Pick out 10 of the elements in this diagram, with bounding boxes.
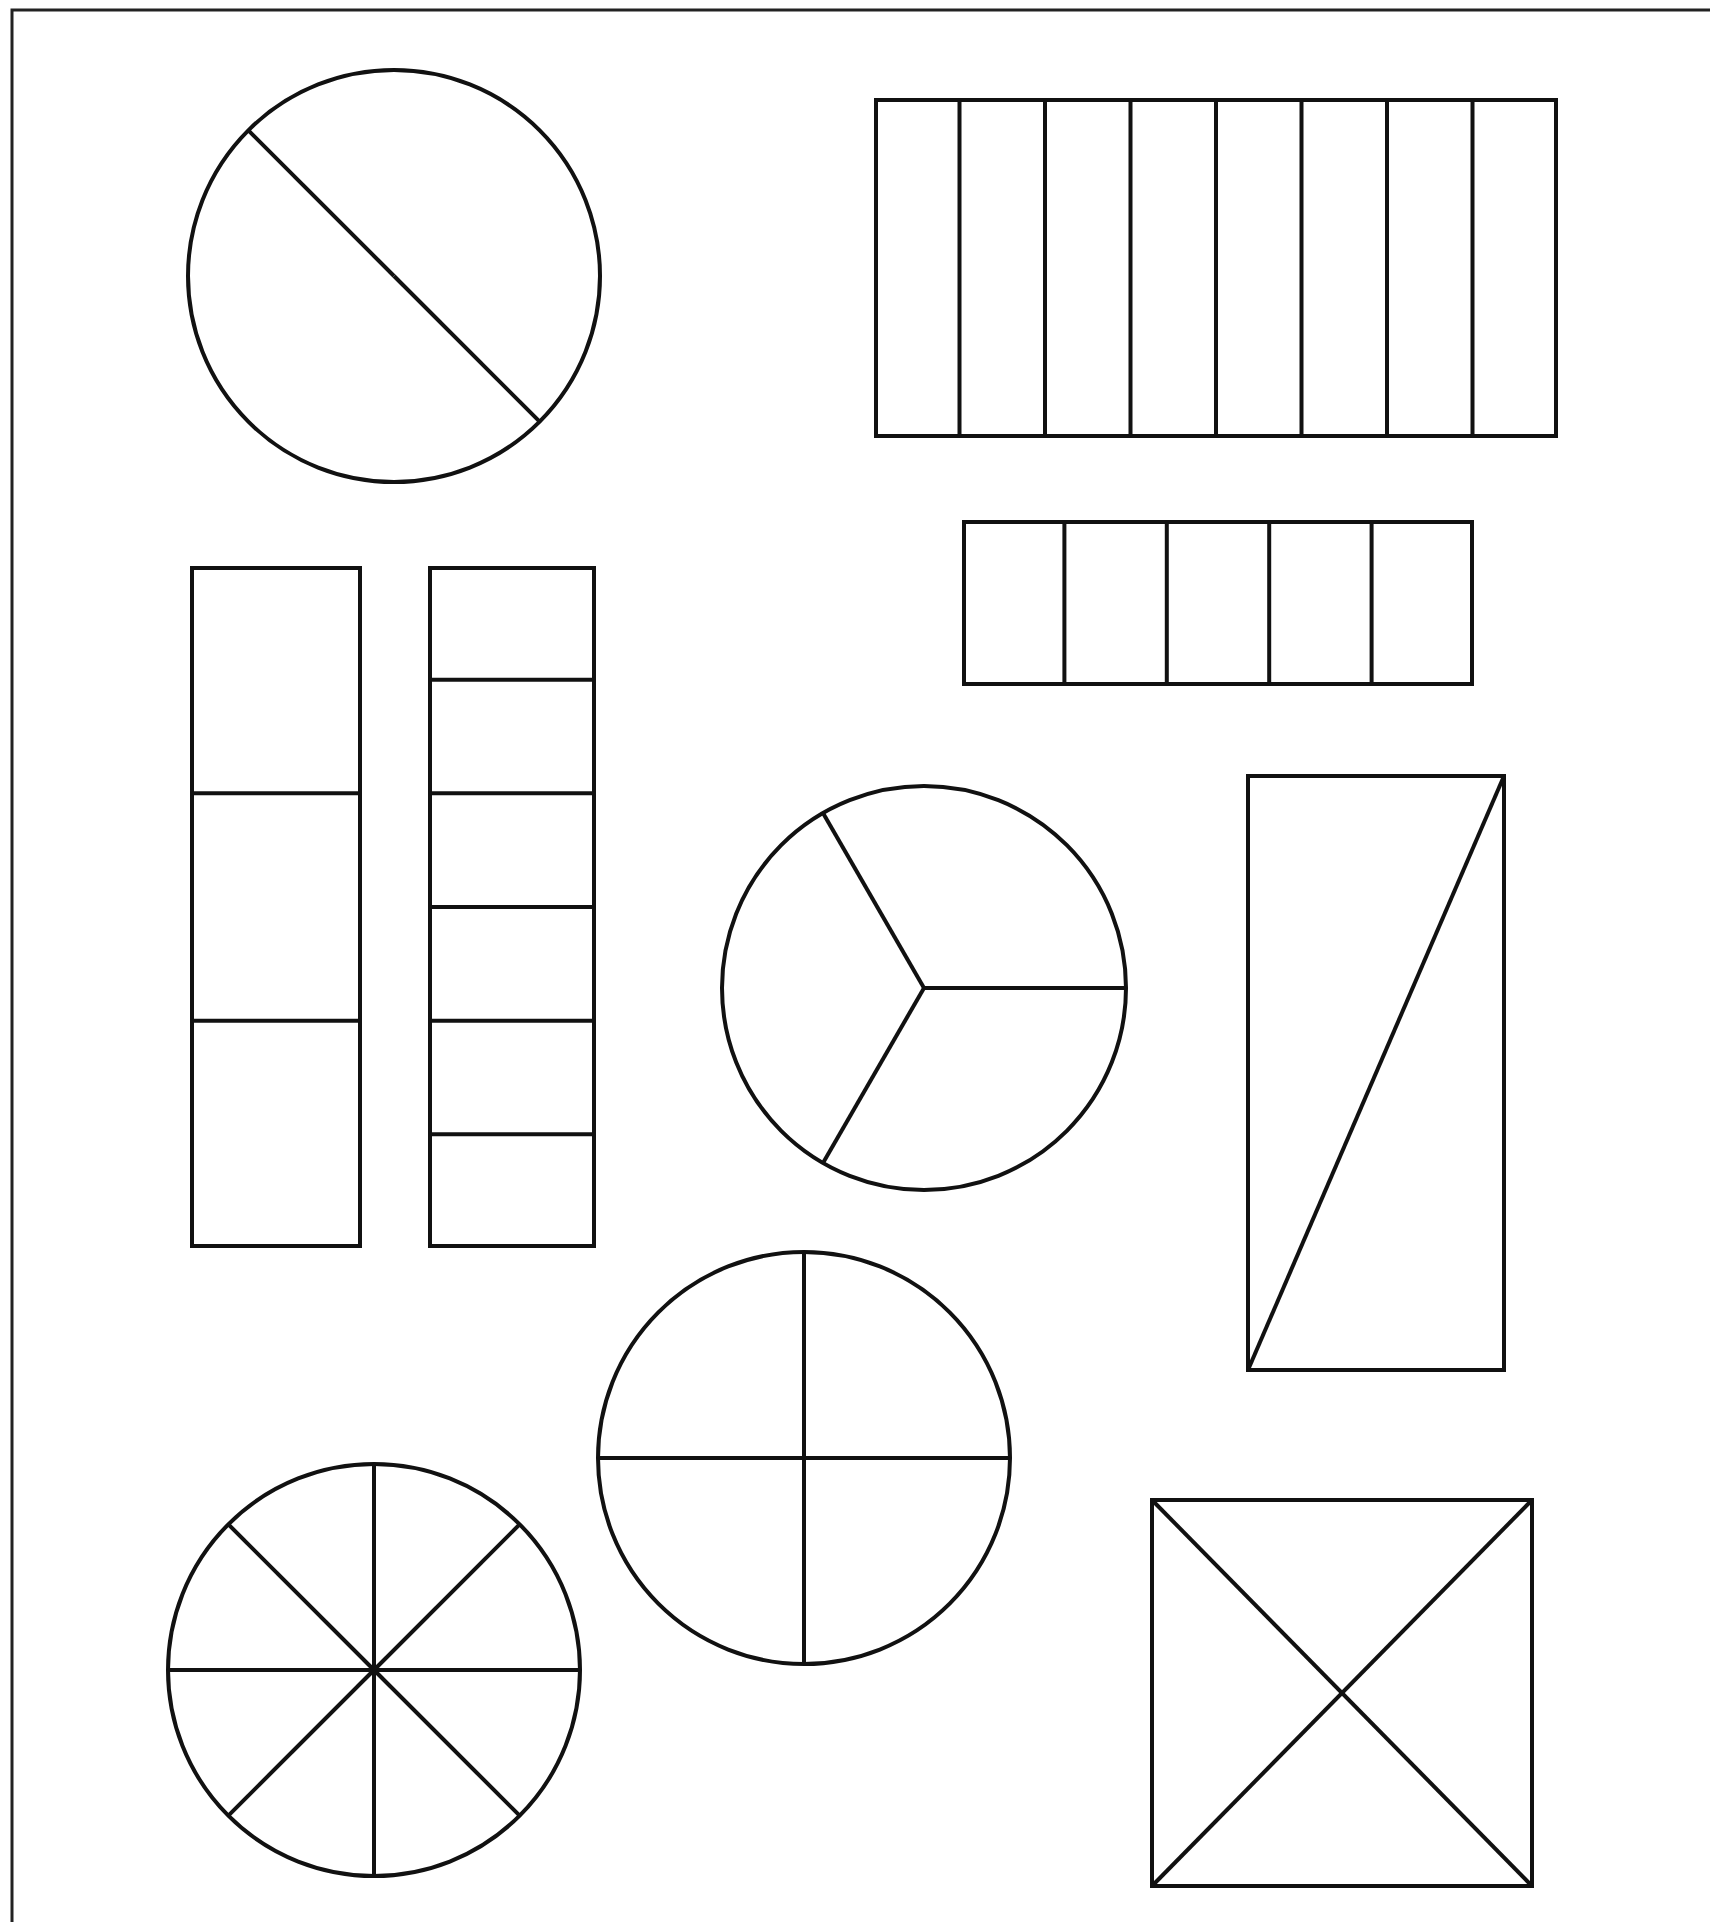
fraction-rectangle: [874, 98, 1558, 438]
fraction-rectangle: [962, 520, 1474, 686]
fraction-rectangle: [428, 566, 596, 1248]
fraction-circle: [166, 1462, 582, 1878]
fraction-circle: [596, 1250, 1012, 1666]
fraction-circle: [186, 68, 602, 484]
fraction-rectangle: [1150, 1498, 1534, 1888]
fraction-rectangle: [190, 566, 362, 1248]
fraction-circle: [720, 784, 1128, 1192]
fraction-rectangle: [1246, 774, 1506, 1372]
